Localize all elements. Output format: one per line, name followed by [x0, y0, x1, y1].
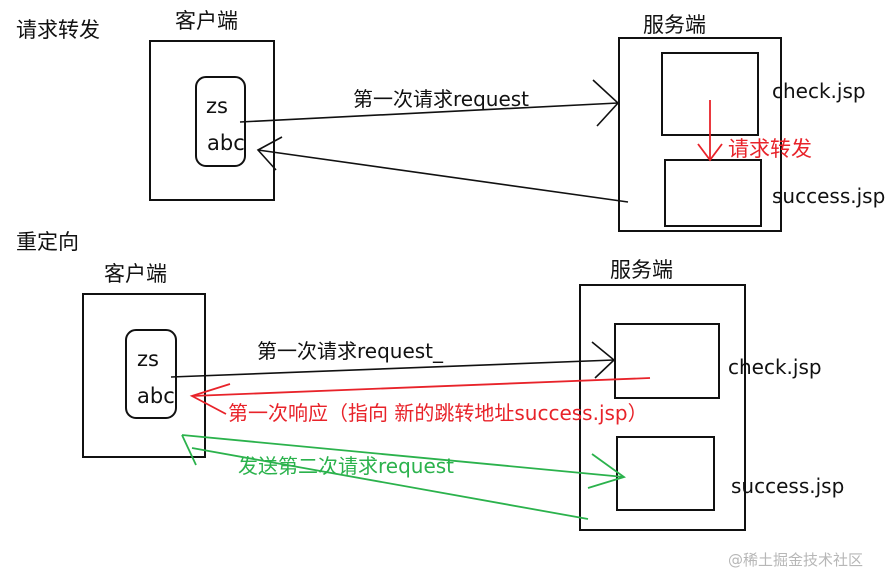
forward-section-title: 请求转发 — [16, 18, 100, 42]
redirect-client-line-1: zs — [137, 347, 159, 371]
redirect-client-inner — [125, 329, 177, 419]
forward-client-line-1: zs — [206, 94, 228, 118]
forward-red-arrowhead — [697, 143, 723, 162]
forward-server-box — [618, 37, 782, 232]
redirect-client-label: 客户端 — [104, 262, 167, 286]
forward-check-file: check.jsp — [772, 79, 866, 103]
redirect-check-file: check.jsp — [728, 355, 822, 379]
forward-red-label: 请求转发 — [728, 137, 812, 161]
forward-request-arrow — [239, 102, 619, 123]
watermark: @稀土掘金技术社区 — [728, 551, 864, 569]
redirect-green-arrow-lower — [191, 447, 589, 520]
redirect-green-tail — [181, 434, 197, 466]
redirect-client-line-2: abc — [137, 384, 175, 408]
forward-client-label: 客户端 — [175, 9, 238, 33]
forward-request-arrowhead — [592, 79, 620, 127]
redirect-green-arrowhead-upper — [587, 453, 627, 489]
forward-client-line-2: abc — [207, 131, 245, 155]
forward-request-label: 第一次请求request — [353, 87, 530, 111]
redirect-request-label: 第一次请求request_ — [257, 339, 444, 363]
forward-response-arrowhead — [256, 136, 283, 171]
redirect-request-arrowhead — [591, 341, 616, 379]
redirect-second-request-label: 发送第二次请求request — [238, 454, 455, 478]
redirect-success-box — [616, 436, 715, 511]
redirect-check-box — [614, 323, 720, 399]
forward-server-label: 服务端 — [643, 13, 706, 37]
redirect-green-arrow-upper — [181, 434, 625, 478]
forward-response-arrow — [257, 149, 629, 203]
forward-success-box — [664, 159, 762, 227]
redirect-response-arrow — [191, 377, 651, 397]
redirect-response-label: 第一次响应（指向 新的跳转地址success.jsp） — [228, 401, 648, 425]
forward-success-file: success.jsp — [772, 184, 886, 208]
redirect-section-title: 重定向 — [16, 230, 79, 254]
redirect-server-label: 服务端 — [610, 258, 673, 282]
redirect-client-box — [82, 293, 206, 458]
redirect-response-arrowhead — [189, 383, 231, 415]
redirect-request-arrow — [170, 359, 615, 378]
redirect-server-box — [579, 284, 746, 531]
redirect-success-file: success.jsp — [731, 474, 845, 498]
